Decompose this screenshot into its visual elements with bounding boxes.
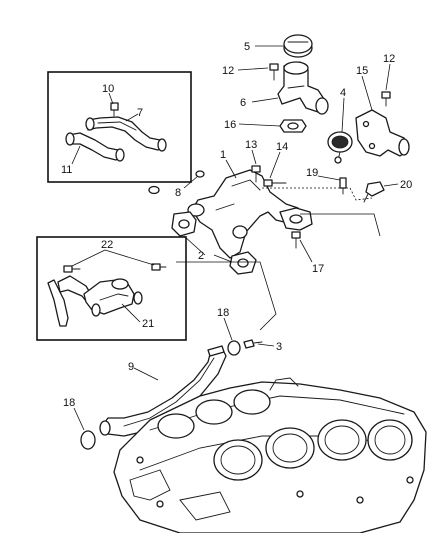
engine-block <box>113 377 427 533</box>
callout-20: 20 <box>400 179 412 191</box>
leader-21 <box>121 303 141 323</box>
leader-12-right <box>385 63 391 91</box>
oring-small-near-8 <box>195 170 205 178</box>
callout-18-bottom: 18 <box>63 397 75 409</box>
leader-2 <box>183 235 233 263</box>
callout-7: 7 <box>137 107 143 119</box>
callout-5: 5 <box>244 41 250 53</box>
leader-3 <box>257 343 275 347</box>
bolt-part-22-left <box>63 265 81 273</box>
leader-19 <box>317 175 341 181</box>
callout-10: 10 <box>102 83 114 95</box>
callout-2: 2 <box>198 250 204 262</box>
leader-4 <box>341 97 345 133</box>
callout-4: 4 <box>340 87 346 99</box>
inset-box-pipe-bracket <box>36 236 187 341</box>
leader-14 <box>269 151 281 179</box>
callout-17: 17 <box>312 263 324 275</box>
callout-6: 6 <box>240 97 246 109</box>
leader-13 <box>251 149 257 165</box>
bolt-part-22-right <box>151 263 167 271</box>
sensor-part-19 <box>339 177 347 195</box>
callout-1: 1 <box>220 149 226 161</box>
sensor-part-20 <box>363 181 385 203</box>
leader-1 <box>225 159 237 179</box>
callout-19: 19 <box>306 167 318 179</box>
leader-11 <box>71 145 81 165</box>
leader-15 <box>361 75 373 111</box>
leader-9 <box>133 367 159 381</box>
bolt-part-14 <box>263 179 287 187</box>
callout-16: 16 <box>224 119 236 131</box>
outlet-flange <box>279 207 313 231</box>
leader-18-top <box>223 317 233 341</box>
bolt-part-17 <box>291 231 301 249</box>
callout-11: 11 <box>61 164 72 176</box>
oring-part-8 <box>148 185 160 195</box>
gasket-part-2-left <box>171 211 197 237</box>
callout-18-top: 18 <box>217 307 229 319</box>
callout-21: 21 <box>142 318 154 330</box>
oring-part-18-bottom <box>80 430 96 450</box>
inset-box-water-pipe <box>47 71 192 183</box>
radiator-cap-part-5 <box>283 34 313 58</box>
gasket-part-16 <box>279 119 307 133</box>
water-pipe-part-7 <box>65 116 167 162</box>
leader-18-bottom <box>73 407 85 431</box>
reference-line-outlet <box>300 213 381 237</box>
gasket-part-2-right <box>229 251 257 275</box>
leader-16 <box>238 123 281 127</box>
bolt-part-12-right <box>381 91 391 107</box>
leader-17 <box>299 239 313 263</box>
bracket-pipe-part-21 <box>47 275 143 327</box>
water-outlet-part-15 <box>355 109 410 157</box>
leader-20 <box>383 183 399 187</box>
reference-line-sensor <box>262 187 373 201</box>
callout-3: 3 <box>276 341 282 353</box>
bolt-part-13 <box>251 165 261 183</box>
leader-6 <box>251 97 279 103</box>
oring-part-18-top <box>227 340 241 356</box>
callout-12-right: 12 <box>383 53 395 65</box>
reference-line-pipe <box>176 261 277 331</box>
callout-9: 9 <box>128 361 134 373</box>
bolt-part-12-left <box>269 63 279 81</box>
thermostat-housing-part-6 <box>277 61 329 115</box>
callout-8: 8 <box>175 187 181 199</box>
water-manifold-part-1 <box>187 169 303 259</box>
callout-12-left: 12 <box>222 65 234 77</box>
thermostat-part-4 <box>327 131 353 164</box>
callout-22: 22 <box>101 239 113 251</box>
leader-10 <box>108 92 114 105</box>
callout-13: 13 <box>245 139 257 151</box>
bolt-part-3 <box>243 339 263 349</box>
leader-7 <box>125 113 139 122</box>
leader-8 <box>183 175 199 189</box>
bolt-part-10 <box>110 102 119 117</box>
leader-12-left <box>237 67 269 71</box>
callout-15: 15 <box>356 65 368 77</box>
leader-22 <box>71 249 155 267</box>
callout-14: 14 <box>276 141 288 153</box>
